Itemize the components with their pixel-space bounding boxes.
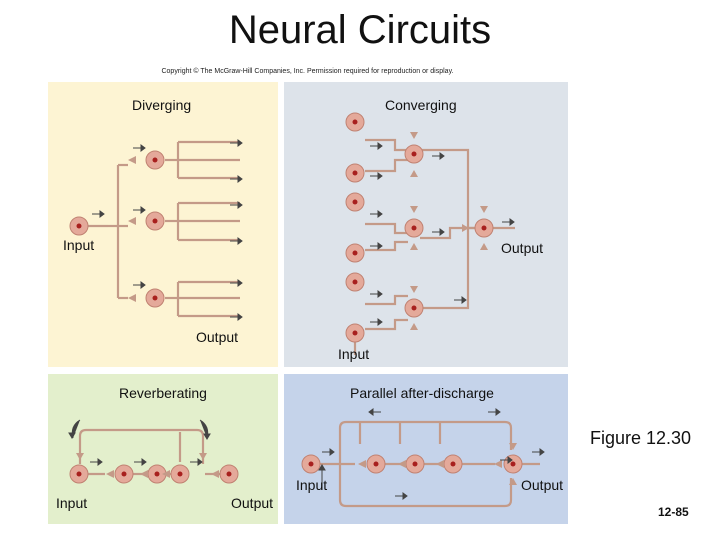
parallel-signal-arrows	[318, 408, 545, 500]
neuron	[145, 288, 165, 308]
neuron	[345, 192, 365, 212]
neuron	[404, 144, 424, 164]
reverberating-synapse-markers	[76, 453, 219, 478]
diverging-title: Diverging	[132, 97, 192, 113]
converging-title: Converging	[385, 97, 457, 113]
diverging-signal-arrows	[92, 139, 243, 321]
neuron	[474, 218, 494, 238]
reverberating-signal-arrows	[68, 419, 211, 466]
neuron	[145, 211, 165, 231]
neuron	[219, 464, 239, 484]
diverging-output-label: Output	[196, 329, 239, 345]
neuron	[345, 243, 365, 263]
neuron	[345, 163, 365, 183]
parallel-synapse-markers	[358, 443, 517, 485]
diverging-circuit	[88, 140, 240, 318]
parallel-panel	[284, 374, 568, 524]
reverberating-title: Reverberating	[119, 385, 207, 401]
neuron	[114, 464, 134, 484]
neuron	[405, 454, 425, 474]
converging-input-label: Input	[338, 346, 370, 362]
neuron	[366, 454, 386, 474]
reverberating-circuit	[78, 428, 220, 476]
parallel-title: Parallel after-discharge	[350, 385, 494, 401]
page-number: 12-85	[658, 505, 689, 519]
parallel-output-label: Output	[521, 477, 564, 493]
diverging-input-label: Input	[63, 237, 95, 253]
neuron	[145, 150, 165, 170]
diverging-synapse-markers	[128, 156, 136, 302]
reverberating-panel	[48, 374, 278, 524]
reverberating-input-label: Input	[56, 495, 88, 511]
neuron	[404, 218, 424, 238]
converging-signal-arrows	[370, 142, 515, 326]
neuron	[404, 298, 424, 318]
copyright-notice: Copyright © The McGraw-Hill Companies, I…	[161, 68, 454, 75]
neuron	[503, 454, 523, 474]
figure-label: Figure 12.30	[590, 428, 692, 448]
parallel-input-label: Input	[296, 477, 328, 493]
neuron	[69, 464, 89, 484]
page-title: Neural Circuits	[228, 8, 492, 52]
neuron	[345, 323, 365, 343]
neuron	[301, 454, 321, 474]
converging-synapse-markers	[410, 132, 488, 330]
neuron	[443, 454, 463, 474]
neuron	[345, 272, 365, 292]
converging-panel	[284, 82, 568, 367]
neuron	[345, 112, 365, 132]
reverberating-output-label: Output	[231, 495, 274, 511]
neuron	[170, 464, 190, 484]
converging-output-label: Output	[501, 240, 544, 256]
neuron	[69, 216, 89, 236]
